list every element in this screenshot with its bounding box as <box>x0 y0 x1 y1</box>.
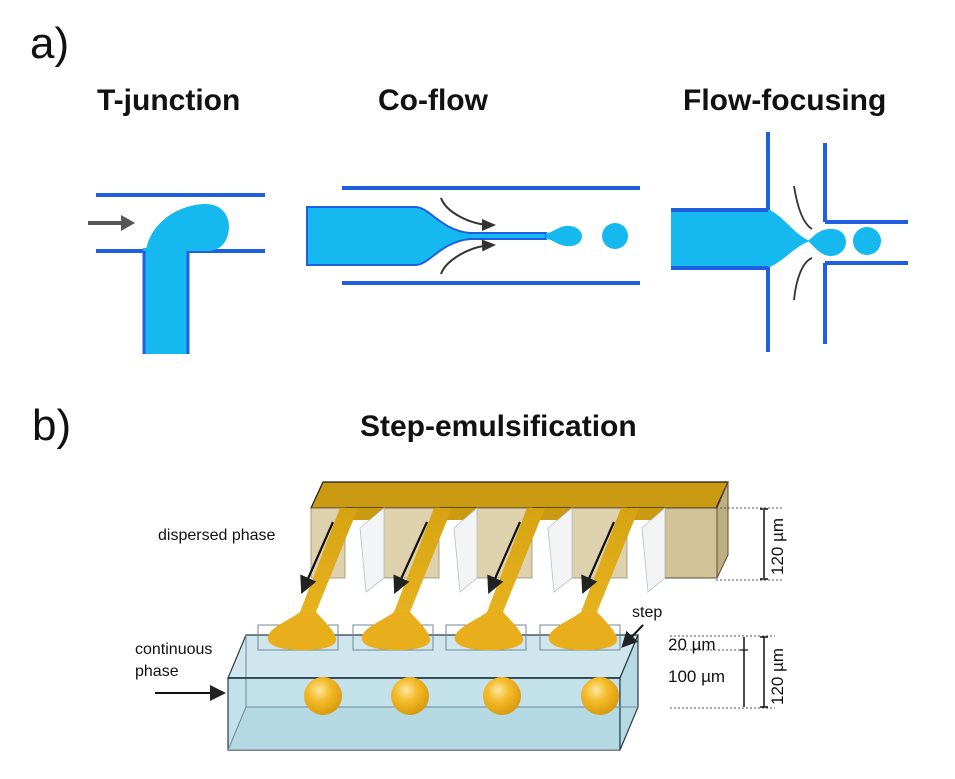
t-junction-diagram: T-junction <box>88 84 265 354</box>
flow-arrow <box>793 185 813 230</box>
dispersed-fluid <box>143 248 189 354</box>
dispersed-fluid <box>671 210 810 267</box>
flow-arrow <box>300 521 335 595</box>
t-junction-title: T-junction <box>97 84 240 117</box>
flow-arrow <box>393 521 429 595</box>
dispersed-flow-arrows <box>300 521 616 595</box>
flow-arrow <box>793 257 813 301</box>
step-emulsification-device: dispersed phase continuous phase step 12… <box>135 481 787 751</box>
flow-focusing-diagram: Flow-focusing <box>671 84 908 352</box>
step-pockets <box>257 612 621 651</box>
droplet <box>304 677 342 715</box>
flow-focusing-title: Flow-focusing <box>683 84 886 117</box>
dispersed-fluid <box>306 206 547 266</box>
forming-droplet <box>146 204 229 251</box>
droplets <box>304 677 619 715</box>
droplet <box>602 223 628 249</box>
droplet <box>391 677 429 715</box>
panel-a-label: a) <box>30 19 69 68</box>
droplet <box>581 677 619 715</box>
continuous-phase-channel <box>227 634 639 751</box>
flow-arrow-head-icon <box>121 215 135 231</box>
forming-droplet <box>454 612 523 651</box>
step-arrow <box>621 624 644 648</box>
forming-droplet <box>361 612 430 651</box>
forming-droplet <box>267 612 336 651</box>
step-label: step <box>632 604 662 621</box>
step-emulsification-title: Step-emulsification <box>360 410 637 443</box>
co-flow-title: Co-flow <box>378 84 489 117</box>
forming-droplet <box>546 225 582 247</box>
dimension-annotations: 120 µm 20 µm 100 µm 120 µm <box>668 507 787 709</box>
dispersed-phase-channel <box>310 481 729 593</box>
droplet <box>853 227 881 255</box>
co-flow-diagram: Co-flow <box>306 84 640 285</box>
dispersed-phase-label: dispersed phase <box>158 527 276 544</box>
continuous-phase-label-line2: phase <box>135 663 179 680</box>
forming-droplet <box>808 228 846 256</box>
step-height-label: 20 µm <box>668 635 716 654</box>
forming-droplet <box>548 612 617 651</box>
lower-height-label: 100 µm <box>668 667 725 686</box>
total-height-label: 120 µm <box>768 648 787 705</box>
upper-height-label: 120 µm <box>768 518 787 575</box>
droplet <box>483 677 521 715</box>
continuous-phase-label: continuous <box>135 641 212 658</box>
flow-arrow <box>487 521 522 595</box>
panel-b-label: b) <box>32 401 71 450</box>
flow-arrow <box>440 239 496 275</box>
flow-arrow <box>440 197 496 231</box>
flow-arrow <box>581 521 616 595</box>
